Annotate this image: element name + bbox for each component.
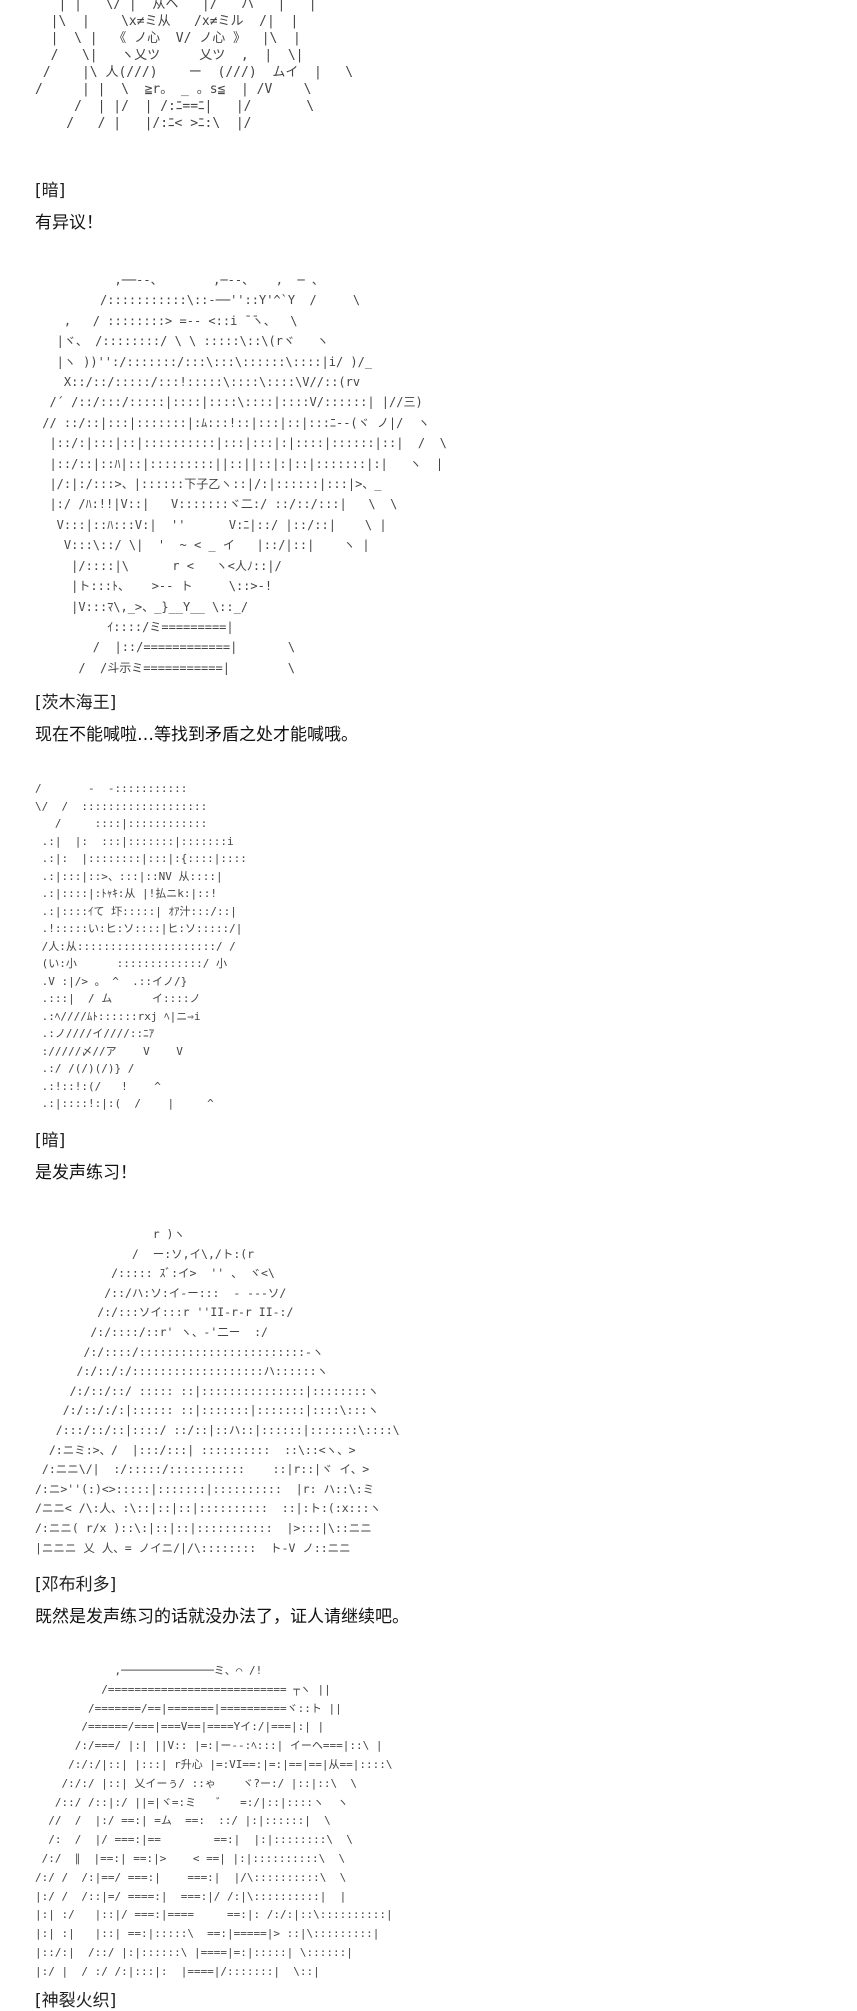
- speaker-label: [暗]: [35, 1131, 66, 1151]
- ascii-art-character-1: | | \/ | 从ヘ |/ ハ | | |\ | \x≠ミ从 /x≠ミル /|…: [35, 0, 354, 131]
- ascii-art-character-5: ,──────────────ミ、⌒ /! /=================…: [35, 1664, 393, 1978]
- dialogue-line: 现在不能喊啦…等找到矛盾之处才能喊哦。: [35, 725, 358, 745]
- speaker-label: [暗]: [35, 181, 66, 201]
- dialogue-line: 是发声练习！: [35, 1163, 137, 1183]
- speaker-label: [邓布利多]: [35, 1575, 117, 1595]
- ascii-art-character-3: / - -::::::::::: \/ / ::::::::::::::::::…: [35, 782, 245, 1110]
- ascii-art-character-2: ,──--、 ,─--、 , ─ 、 /:::::::::::\::-──'':…: [42, 273, 447, 675]
- dialogue-line: 有异议！: [35, 213, 103, 233]
- speaker-label: [神裂火织]: [35, 1991, 117, 2011]
- dialogue-line: 既然是发声练习的话就没办法了，证人请继续吧。: [35, 1607, 409, 1627]
- ascii-art-character-4: r )ヽ / ー:ソ,イ\,/ト:(r /::::: ｽﾞ:イ> '' 、 ヾ<…: [35, 1227, 400, 1555]
- speaker-label: [茨木海王]: [35, 693, 117, 713]
